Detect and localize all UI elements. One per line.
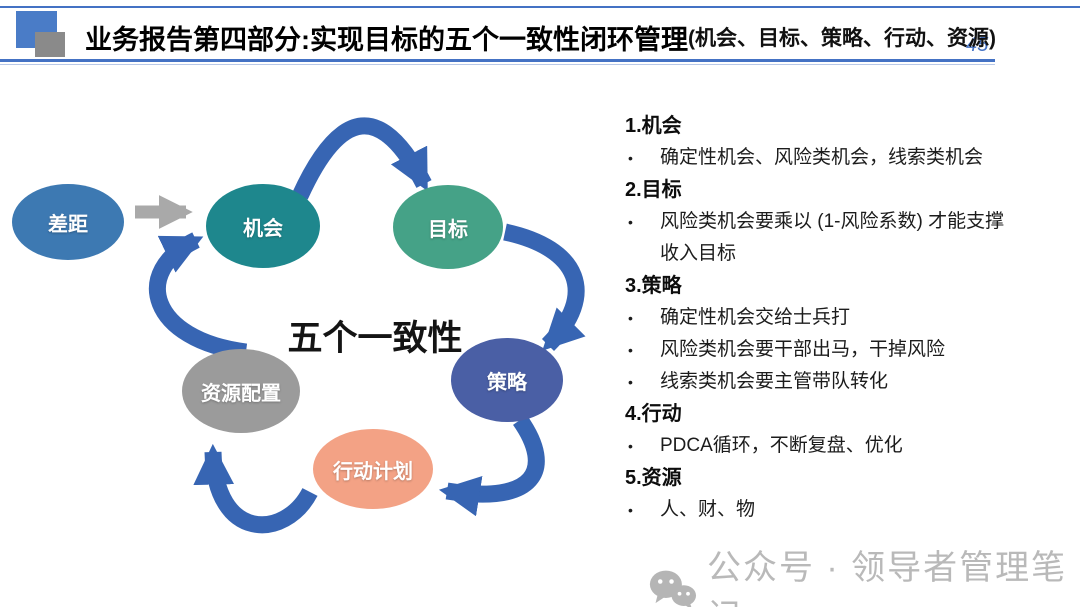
watermark: 公众号 · 领导者管理笔记	[648, 540, 1080, 607]
bullet-icon: •	[628, 502, 633, 518]
note-bullet: • 确定性机会交给士兵打	[625, 302, 1075, 334]
note-bullet-line: 人、财、物	[660, 499, 756, 520]
node-strategy-label: 策略	[487, 371, 527, 394]
node-opportunity-label: 机会	[243, 217, 283, 240]
note-bullet: • 线索类机会要主管带队转化	[625, 366, 1075, 398]
logo-gray-square	[35, 32, 65, 57]
note-bullet: • 人、财、物	[625, 494, 1075, 526]
bullet-icon: •	[628, 438, 633, 454]
note-heading-resource: 5.资源	[625, 467, 682, 489]
note-bullet-line: 确定性机会、风险类机会，线索类机会	[660, 147, 984, 168]
slide-title-main: 业务报告第四部分:实现目标的五个一致性闭环管理	[85, 24, 688, 55]
wechat-icon	[649, 570, 697, 607]
node-action-plan-label: 行动计划	[333, 460, 413, 483]
note-bullet-line: 确定性机会交给士兵打	[660, 307, 851, 328]
arrow-target-to-strategy	[503, 223, 586, 352]
note-bullet: • 确定性机会、风险类机会，线索类机会	[625, 142, 1075, 174]
slide-title-subtitle: (机会、目标、策略、行动、资源)	[688, 27, 996, 50]
header-underline	[0, 59, 995, 62]
page-number: 45	[966, 34, 989, 56]
node-resource-allocation-label: 资源配置	[201, 382, 281, 405]
node-gap-label: 差距	[48, 213, 88, 236]
node-action-plan: 行动计划	[313, 429, 433, 509]
note-bullet-line: 收入目标	[660, 243, 737, 264]
note-heading-target: 2.目标	[625, 179, 682, 201]
diagram-center-label: 五个一致性	[287, 319, 463, 358]
note-heading-opportunity: 1.机会	[625, 115, 682, 137]
bullet-icon: •	[628, 214, 633, 230]
header-underline-shadow	[0, 64, 995, 65]
bullet-icon: •	[628, 374, 633, 390]
node-target: 目标	[393, 185, 503, 269]
arrow-action-plan-to-resource	[193, 443, 318, 534]
note-bullet: • 风险类机会要乘以 (1-风险系数) 才能支撑 收入目标	[625, 206, 1075, 270]
bullet-icon: •	[628, 310, 633, 326]
bullet-icon: •	[628, 150, 633, 166]
note-bullet-line: 线索类机会要主管带队转化	[660, 371, 889, 392]
arrow-strategy-to-action-plan	[438, 415, 545, 517]
arrow-opportunity-to-target	[292, 117, 432, 200]
node-resource-allocation: 资源配置	[182, 349, 300, 433]
note-heading-strategy: 3.策略	[625, 275, 682, 297]
note-heading-action: 4.行动	[625, 403, 682, 425]
slide-title: 业务报告第四部分:实现目标的五个一致性闭环管理(机会、目标、策略、行动、资源)	[85, 16, 996, 58]
note-bullet-line: 风险类机会要干部出马，干掉风险	[660, 339, 946, 360]
node-target-label: 目标	[428, 218, 468, 241]
node-strategy: 策略	[451, 338, 563, 422]
note-bullet-line: 风险类机会要乘以 (1-风险系数) 才能支撑	[660, 211, 1005, 232]
node-gap: 差距	[12, 184, 124, 260]
note-bullet: • PDCA循环，不断复盘、优化	[625, 430, 1075, 462]
notes-panel: 1.机会 • 确定性机会、风险类机会，线索类机会 2.目标 • 风险类机会要乘以…	[625, 110, 1075, 526]
top-border-line	[0, 6, 1080, 8]
note-bullet: • 风险类机会要干部出马，干掉风险	[625, 334, 1075, 366]
node-opportunity: 机会	[206, 184, 320, 268]
note-bullet-line: PDCA循环，不断复盘、优化	[660, 435, 903, 456]
watermark-text: 公众号 · 领导者管理笔记	[706, 549, 1068, 607]
bullet-icon: •	[628, 342, 633, 358]
